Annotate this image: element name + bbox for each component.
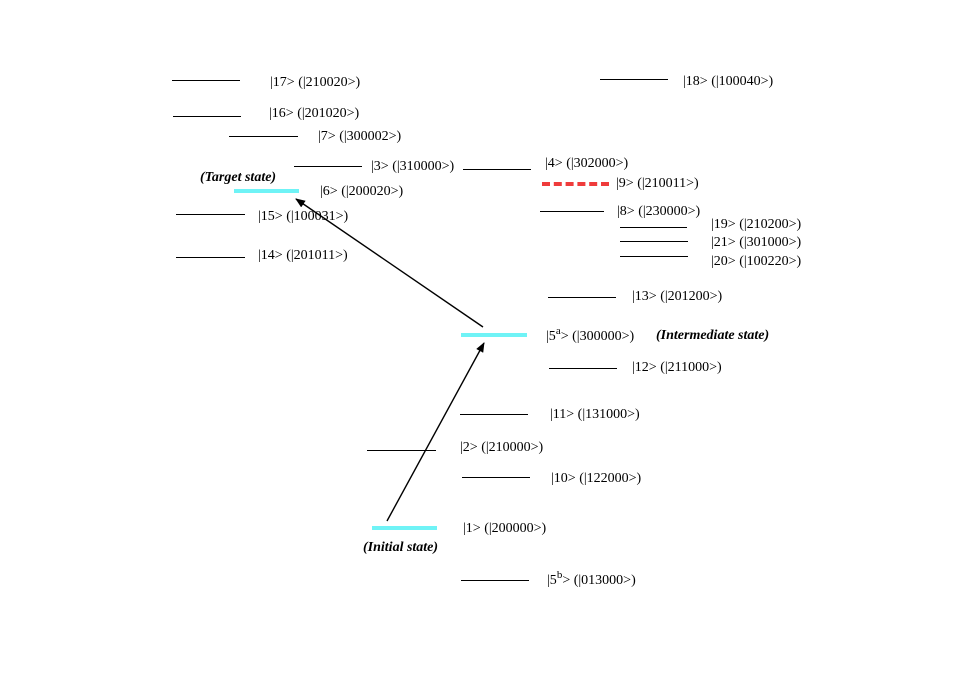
label-5b-superscript: b — [556, 569, 563, 581]
level-21 — [620, 241, 688, 242]
level-10 — [462, 477, 530, 478]
level-16 — [173, 116, 241, 117]
level-15 — [176, 214, 245, 215]
label-4: |4> (|302000>) — [545, 156, 629, 171]
label-1: |1> (|200000>) — [463, 521, 547, 536]
label-8: |8> (|230000>) — [617, 204, 701, 219]
label-21: |21> (|301000>) — [711, 235, 802, 250]
label-5a-suffix: > (|300000>) — [560, 329, 635, 344]
label-12: |12> (|211000>) — [632, 360, 722, 375]
level-14 — [176, 257, 245, 258]
label-5b-suffix: > (|013000>) — [562, 573, 636, 588]
label-5a-superscript: a — [555, 325, 561, 337]
label-18: |18> (|100040>) — [683, 74, 774, 89]
label-16: |16> (|201020>) — [269, 106, 360, 121]
level-9-dashed — [542, 182, 609, 186]
label-5a: |5a> (|300000>) — [546, 326, 635, 345]
label-10: |10> (|122000>) — [551, 471, 642, 486]
label-3: |3> (|310000>) — [371, 159, 455, 174]
label-5b-prefix: |5 — [547, 573, 557, 588]
label-20: |20> (|100220>) — [711, 254, 802, 269]
initial-state-tag: (Initial state) — [363, 540, 439, 555]
label-13: |13> (|201200>) — [632, 289, 723, 304]
level-11 — [460, 414, 528, 415]
intermediate-state-tag: (Intermediate state) — [656, 328, 770, 343]
level-5a-intermediate — [461, 333, 527, 337]
label-7: |7> (|300002>) — [318, 129, 402, 144]
label-19: |19> (|210200>) — [711, 217, 802, 232]
label-9: |9> (|210011>) — [616, 176, 699, 191]
level-5b — [461, 580, 529, 581]
level-1-initial — [372, 526, 437, 530]
arrow-initial-to-intermediate — [386, 342, 485, 522]
label-11: |11> (|131000>) — [550, 407, 640, 422]
label-2: |2> (|210000>) — [460, 440, 544, 455]
label-15: |15> (|100031>) — [258, 209, 349, 224]
label-14: |14> (|201011>) — [258, 248, 348, 263]
level-12 — [549, 368, 617, 369]
level-13 — [548, 297, 616, 298]
arrow-intermediate-to-target — [295, 198, 484, 328]
label-17: |17> (|210020>) — [270, 75, 361, 90]
level-7 — [229, 136, 298, 137]
level-8 — [540, 211, 604, 212]
level-3 — [294, 166, 362, 167]
level-19 — [620, 227, 687, 228]
level-4 — [463, 169, 531, 170]
level-2 — [367, 450, 436, 451]
level-18 — [600, 79, 668, 80]
target-state-tag: (Target state) — [200, 170, 277, 185]
level-6-target — [234, 189, 299, 193]
level-20 — [620, 256, 688, 257]
label-6: |6> (|200020>) — [320, 184, 404, 199]
level-17 — [172, 80, 240, 81]
label-5b: |5b> (|013000>) — [547, 570, 636, 589]
label-5a-prefix: |5 — [546, 329, 556, 344]
